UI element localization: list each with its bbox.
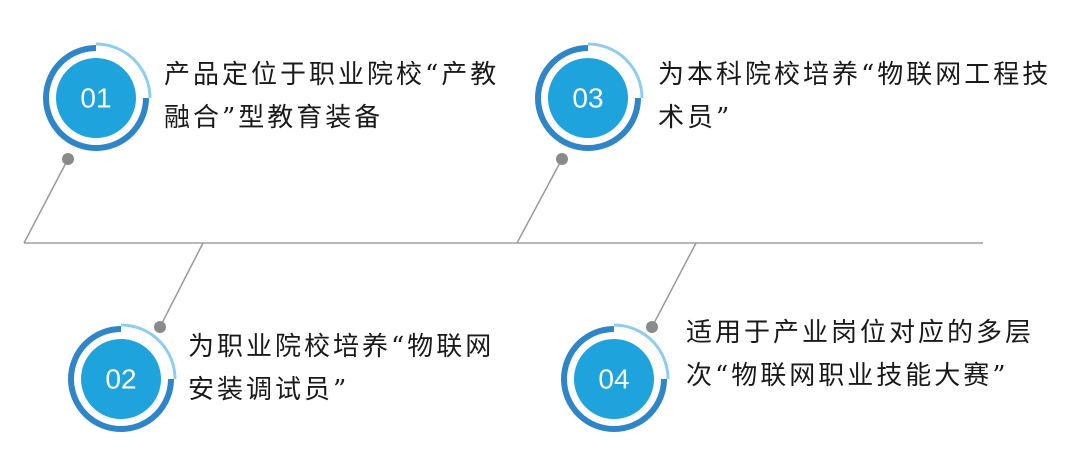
connector-dot-01 <box>62 153 74 165</box>
step-text-04: 适用于产业岗位对应的多层次“物联网职业技能大赛” <box>686 318 1035 391</box>
step-text-01: 产品定位于职业院校“产教融合”型教育装备 <box>164 60 500 133</box>
step-number-04: 04 <box>598 364 629 395</box>
step-text-02: 为职业院校培养“物联网安装调试员” <box>188 332 495 405</box>
connector-dot-03 <box>556 153 568 165</box>
step-number-01: 01 <box>80 83 111 114</box>
connector-04 <box>651 242 697 328</box>
step-badge-03: 03 <box>535 42 644 151</box>
step-number-03: 03 <box>572 83 603 114</box>
step-badge-04: 04 <box>561 323 670 432</box>
step-text-03: 为本科院校培养“物联网工程技术员” <box>658 60 1052 133</box>
step-number-02: 02 <box>105 364 136 395</box>
step-badge-02: 02 <box>68 323 177 432</box>
step-badge-01: 01 <box>43 42 152 151</box>
connector-dot-04 <box>646 321 658 333</box>
connector-02 <box>159 242 204 328</box>
connector-01 <box>23 158 69 244</box>
connector-dot-02 <box>154 321 166 333</box>
connector-03 <box>516 158 563 244</box>
